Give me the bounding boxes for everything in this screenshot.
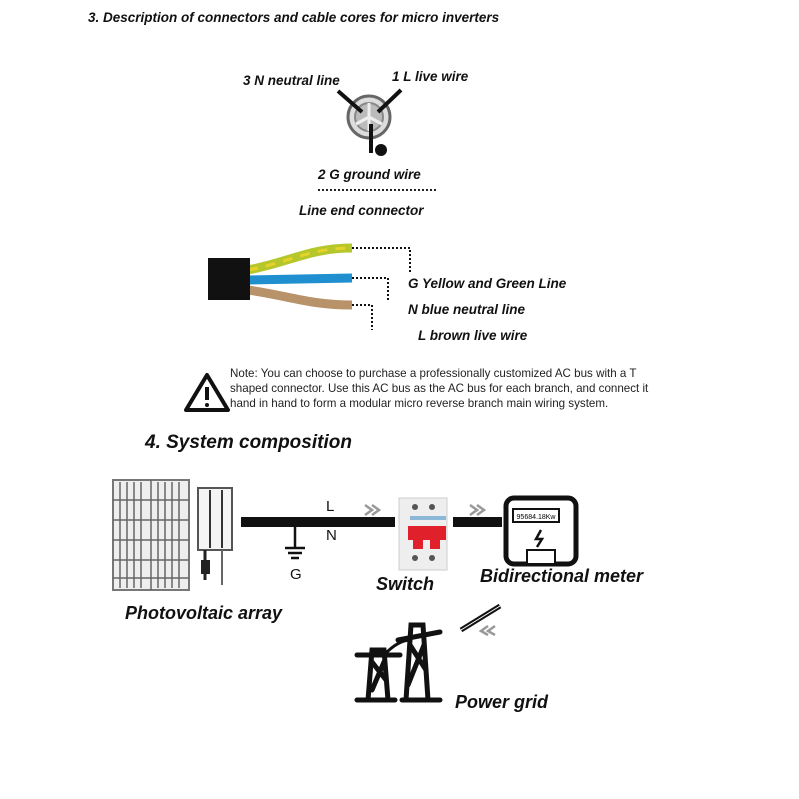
- ground-wire-label: 2 G ground wire: [318, 167, 421, 182]
- neutral-line-label-bus: N: [326, 527, 337, 544]
- solar-panel-icon: [112, 479, 190, 591]
- section-3-heading: 3. Description of connectors and cable c…: [88, 10, 500, 25]
- note-line: shaped connector. Use this AC bus as the…: [230, 382, 649, 395]
- note-line: Note: You can choose to purchase a profe…: [230, 367, 637, 380]
- grid-cable-icon: [459, 603, 502, 633]
- pv-array-label: Photovoltaic array: [125, 603, 283, 623]
- line-end-connector-icon: [336, 88, 403, 156]
- neutral-line-label: 3 N neutral line: [243, 73, 340, 88]
- meter-line: [453, 517, 502, 527]
- live-line-label: L: [326, 498, 335, 515]
- ac-bus-line: [241, 517, 395, 527]
- arrow-left-icon: [478, 624, 496, 637]
- note-line: hand in hand to form a modular micro rev…: [230, 397, 609, 410]
- warning-triangle-icon: [184, 373, 230, 412]
- power-grid-label: Power grid: [455, 692, 549, 712]
- switch-label: Switch: [376, 574, 435, 594]
- power-tower-icon: [354, 622, 443, 703]
- ground-label-bus: G: [290, 566, 302, 583]
- ground-symbol-icon: [285, 527, 305, 560]
- connector-caption: Line end connector: [299, 203, 424, 218]
- meter-label: Bidirectional meter: [480, 566, 644, 586]
- cable-ground-label: G Yellow and Green Line: [408, 276, 567, 291]
- micro-inverter-icon: [197, 487, 233, 585]
- live-wire-label: 1 L live wire: [392, 69, 469, 84]
- cable-live-label: L brown live wire: [418, 328, 528, 343]
- meter-reading: 95684.18Kw: [517, 514, 557, 521]
- circuit-breaker-switch-icon: [398, 497, 448, 571]
- section-4-heading: 4. System composition: [145, 432, 352, 453]
- cable-neutral-label: N blue neutral line: [408, 302, 526, 317]
- electric-meter-icon: [503, 495, 579, 567]
- cable-cores-icon: [208, 243, 411, 330]
- arrow-right-icon: [364, 503, 487, 517]
- note-text: Note: You can choose to purchase a profe…: [230, 366, 750, 411]
